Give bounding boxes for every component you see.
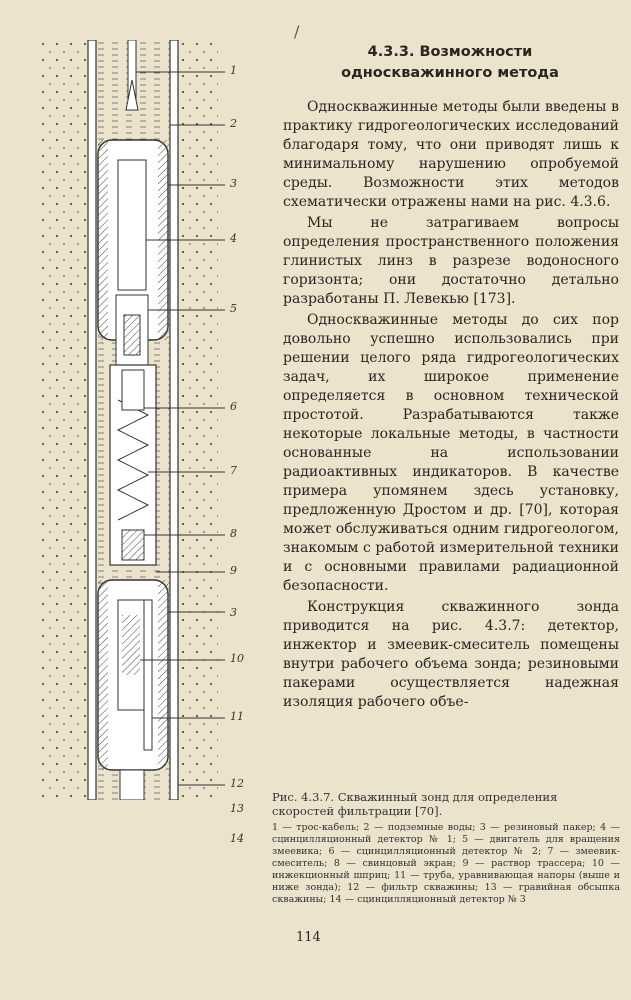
- fig-label: 10: [230, 652, 244, 665]
- paragraph: Односкважинные методы были введены в пра…: [283, 99, 619, 210]
- page-number: 114: [296, 930, 321, 945]
- figure-legend: 1 — трос-кабель; 2 — подземные воды; 3 —…: [272, 822, 620, 905]
- lead-screen: [121, 529, 145, 561]
- cable-head: [125, 79, 139, 111]
- gravel-left: [40, 40, 88, 800]
- motor-core: [123, 314, 141, 356]
- borehole-probe-figure: [40, 40, 225, 800]
- body-text: Односкважинные методы были введены в пра…: [283, 98, 619, 712]
- figure-caption: Рис. 4.3.7. Скважинный зонд для определе…: [272, 790, 558, 818]
- lower-packer-hatch-r: [158, 580, 168, 770]
- fig-label: 12: [230, 777, 244, 790]
- section-heading-line1: 4.3.3. Возможности: [367, 44, 533, 60]
- fig-label: 3: [230, 606, 237, 619]
- section-heading-line2: односкважинного метода: [341, 65, 559, 81]
- fig-label: 3: [230, 177, 237, 190]
- fig-label: 11: [230, 710, 244, 723]
- fig-label: 13: [230, 802, 244, 815]
- coil: [116, 399, 150, 521]
- detector-2: [121, 369, 145, 411]
- casing-left: [87, 40, 97, 800]
- fig-label: 2: [230, 117, 237, 130]
- fig-label: 7: [230, 464, 237, 477]
- paragraph: Мы не затрагиваем вопросы определения пр…: [283, 215, 619, 307]
- leader-lines: [136, 71, 225, 786]
- fig-label: 9: [230, 564, 237, 577]
- paragraph: Конструкция скважинного зонда приводится…: [283, 599, 619, 710]
- fig-label: 8: [230, 527, 237, 540]
- fig-label: 14: [230, 832, 244, 845]
- gravel-right: [178, 40, 218, 800]
- detector-3: [119, 769, 145, 800]
- syringe-fill: [122, 615, 140, 675]
- fig-label: 5: [230, 302, 237, 315]
- fig-label: 4: [230, 232, 237, 245]
- page-mark: /: [294, 22, 300, 41]
- equalizer-tube: [143, 599, 153, 751]
- fig-label: 1: [230, 64, 237, 77]
- upper-packer-hatch: [98, 140, 108, 340]
- casing-right: [169, 40, 179, 800]
- paragraph: Односкважинные методы до сих пор довольн…: [283, 312, 619, 594]
- lower-packer-hatch: [98, 580, 108, 770]
- fig-label: 6: [230, 400, 237, 413]
- detector-1: [117, 159, 147, 291]
